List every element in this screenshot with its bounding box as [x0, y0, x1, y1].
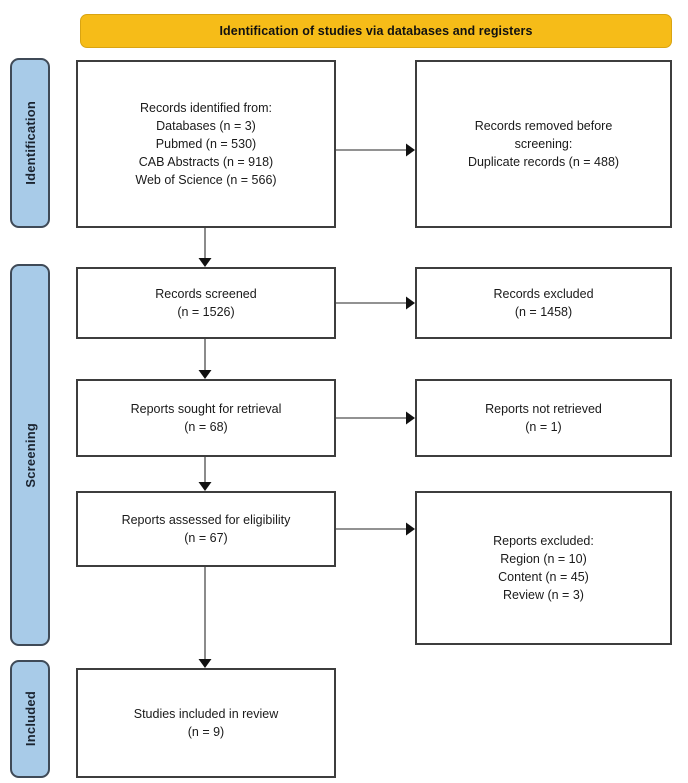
arrow-assessed-to-excluded	[336, 522, 415, 536]
arrow-sought-to-not-retrieved	[336, 411, 415, 425]
arrow-identified-to-removed	[336, 143, 415, 157]
node-records-removed-text: Records removed before screening: Duplic…	[467, 118, 620, 170]
phase-header-label: Identification of studies via databases …	[219, 24, 533, 38]
stage-bar-identification: Identification	[10, 58, 50, 228]
node-studies-included-in-review: Studies included in review (n = 9)	[76, 668, 336, 778]
node-reports-sought-for-retrieval: Reports sought for retrieval (n = 68)	[76, 379, 336, 457]
node-records-identified: Records identified from: Databases (n = …	[76, 60, 336, 228]
arrow-screened-to-excluded	[336, 296, 415, 310]
phase-header-banner: Identification of studies via databases …	[80, 14, 672, 48]
stage-bar-screening-label: Screening	[22, 422, 38, 488]
node-records-identified-text: Records identified from: Databases (n = …	[135, 100, 277, 188]
node-records-excluded: Records excluded (n = 1458)	[415, 267, 672, 339]
node-reports-assessed-text: Reports assessed for eligibility (n = 67…	[121, 512, 291, 545]
stage-bar-included: Included	[10, 660, 50, 778]
stage-bar-screening: Screening	[10, 264, 50, 646]
node-reports-sought-text: Reports sought for retrieval (n = 68)	[130, 401, 282, 434]
arrow-sought-to-assessed	[198, 457, 212, 491]
node-studies-included-text: Studies included in review (n = 9)	[133, 706, 279, 739]
node-reports-assessed-for-eligibility: Reports assessed for eligibility (n = 67…	[76, 491, 336, 567]
stage-bar-included-label: Included	[22, 691, 38, 747]
node-records-excluded-text: Records excluded (n = 1458)	[493, 286, 594, 319]
node-reports-not-retrieved-text: Reports not retrieved (n = 1)	[485, 401, 602, 434]
node-records-screened-text: Records screened (n = 1526)	[155, 286, 257, 319]
arrow-screened-to-sought	[198, 339, 212, 379]
stage-bar-identification-label: Identification	[22, 101, 38, 185]
node-reports-not-retrieved: Reports not retrieved (n = 1)	[415, 379, 672, 457]
arrow-identified-to-screened	[198, 228, 212, 267]
node-records-screened: Records screened (n = 1526)	[76, 267, 336, 339]
node-reports-excluded: Reports excluded: Region (n = 10) Conten…	[415, 491, 672, 645]
arrow-assessed-to-included	[198, 567, 212, 668]
node-reports-excluded-text: Reports excluded: Region (n = 10) Conten…	[493, 533, 594, 603]
node-records-removed: Records removed before screening: Duplic…	[415, 60, 672, 228]
